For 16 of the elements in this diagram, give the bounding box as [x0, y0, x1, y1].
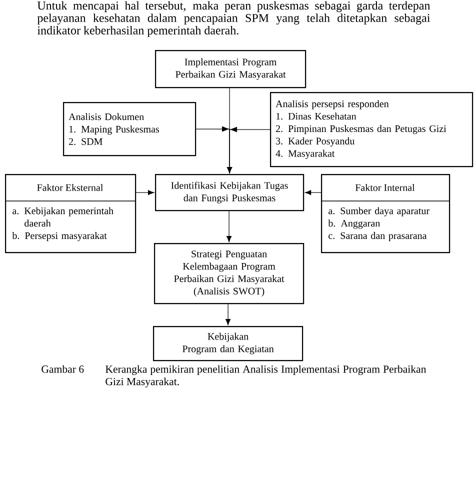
arrow — [227, 126, 270, 174]
arrow — [226, 210, 232, 242]
arrow — [226, 304, 231, 326]
input-box: Analisis persepsi responden 1. Dinas Kesehatan 2. Pimpinan Puskesmas dan Petugas Gizi 3. Kader Posyandu 4. Masyarakat — [270, 92, 474, 168]
figure-number: Gambar 6 — [42, 365, 84, 373]
factor-box: Faktor Internal a. Sumber daya aparatur b. Anggaran c. Sarana dan prasarana — [320, 174, 450, 254]
body-paragraph: Untuk mencapai hal tersebut, maka peran puskesmas sebagai garda terdepan pelayanan kesehatan dalam pencapaian SPM yang telah ditetapkan sebagai indikator keberhasilan pemerintah daerah. — [37, 1, 430, 37]
process-box: Kebijakan Program dan Kegiatan — [153, 326, 304, 362]
process-box: Strategi Penguatan Kelembagaan Program Perbaikan Gizi Masyarakat (Analisis SWOT) — [154, 243, 304, 304]
process-box: Identifikasi Kebijakan Tugas dan Fungsi Puskesmas — [155, 174, 304, 212]
arrow — [136, 190, 154, 196]
input-box: Analisis Dokumen 1. Maping Puskesmas 2. SDM — [63, 102, 196, 156]
factor-box: Faktor Eksternal a. Kebijakan pemerintah daerah b. Persepsi masyarakat — [4, 174, 136, 254]
arrow — [304, 190, 322, 196]
figure-caption: Kerangka pemikiran penelitian Analisis Implementasi Program Perbaikan Gizi Masyarakat. — [106, 365, 426, 388]
process-box: Implementasi Program Perbaikan Gizi Masyarakat — [155, 50, 306, 88]
